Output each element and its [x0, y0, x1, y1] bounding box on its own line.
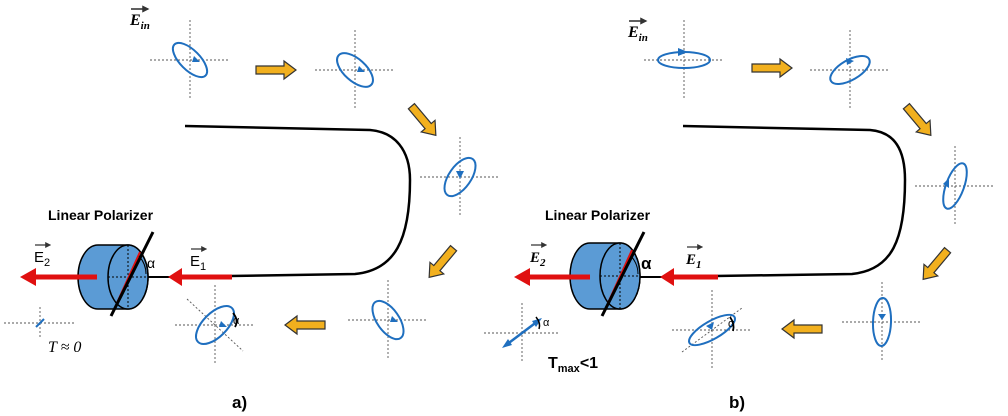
propagation-arrow-1-a	[255, 59, 297, 81]
e2-red-arrow-a	[20, 268, 97, 286]
transmission-a: T ≈ 0	[48, 339, 81, 356]
propagation-arrow-3-a	[428, 244, 458, 279]
linear-polarizer-a	[77, 231, 155, 317]
polarizer-title-b: Linear Polarizer	[545, 207, 651, 223]
propagation-arrow-4-b	[781, 318, 823, 340]
output-alpha-b: α	[543, 317, 550, 329]
propagation-arrow-4-a	[284, 314, 326, 336]
propagation-arrow-3-b	[922, 246, 952, 281]
e1-red-arrow-b	[660, 268, 718, 286]
linear-polarizer-b	[569, 231, 646, 317]
panel-a: Ein	[4, 5, 500, 412]
e2-red-arrow-b	[514, 268, 590, 286]
state-5-alpha-b: α	[728, 318, 735, 330]
polarization-state-5-b	[672, 290, 752, 370]
polarizer-alpha-b: α	[641, 254, 652, 273]
polarization-state-1-a	[150, 20, 230, 100]
panel-b: Ein	[484, 17, 995, 412]
propagation-arrow-1-b	[751, 57, 793, 79]
output-state-a	[4, 307, 76, 339]
transmission-b: Tmax<1	[548, 355, 598, 375]
state-5-alpha-a: α	[233, 315, 240, 327]
propagation-arrow-2-b	[902, 102, 932, 137]
polarization-state-2-b	[810, 30, 890, 110]
polarization-state-3-a	[420, 137, 500, 217]
polarizer-title-a: Linear Polarizer	[48, 207, 154, 223]
polarization-state-2-a	[315, 30, 395, 110]
e-in-label-a: Ein	[129, 12, 150, 32]
output-state-b	[484, 303, 560, 363]
e2-label-b: E2	[529, 250, 546, 269]
caption-b: b)	[729, 393, 745, 412]
e2-label-a: E2	[34, 249, 50, 269]
polarization-state-4-b	[842, 282, 922, 362]
e-in-label-b: Ein	[627, 24, 648, 44]
fiber-loop-a	[184, 124, 412, 278]
caption-a: a)	[232, 393, 247, 412]
polarization-state-4-a	[348, 280, 428, 360]
e1-red-arrow-a	[168, 268, 232, 286]
e1-label-a: E1	[190, 253, 206, 273]
fiber-loop-b	[682, 124, 907, 278]
propagation-arrow-2-a	[407, 102, 437, 137]
polarization-state-5-a	[175, 285, 255, 365]
polarization-state-1-b	[644, 20, 724, 100]
e1-label-b: E1	[685, 252, 702, 271]
polarizer-alpha-a: α	[147, 255, 155, 271]
polarization-state-3-b	[915, 146, 995, 226]
